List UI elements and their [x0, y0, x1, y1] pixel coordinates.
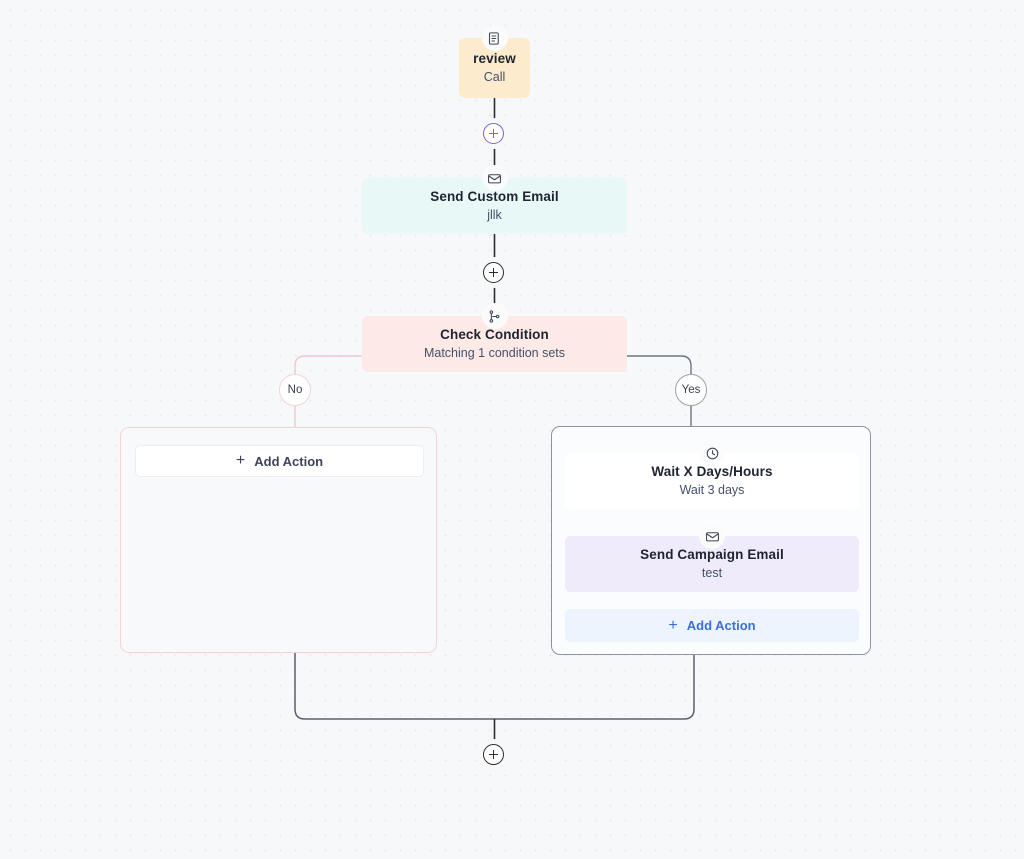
branch-label-yes[interactable]: Yes: [675, 374, 707, 406]
node-subtitle: test: [701, 566, 723, 580]
add-action-button-yes[interactable]: + Add Action: [565, 609, 859, 642]
add-action-button-no[interactable]: + Add Action: [135, 445, 424, 477]
node-title: Wait X Days/Hours: [651, 464, 773, 479]
branch-label-yes-text: Yes: [681, 384, 701, 396]
branch-label-no[interactable]: No: [279, 374, 311, 406]
branch-container-no: + Add Action: [120, 427, 437, 653]
node-subtitle: Call: [483, 70, 506, 84]
node-title: Check Condition: [440, 327, 549, 342]
node-wait-x-days-hours[interactable]: Wait X Days/Hours Wait 3 days: [565, 440, 859, 509]
email-icon: [481, 165, 508, 191]
plus-icon: +: [235, 452, 246, 469]
node-subtitle: Wait 3 days: [679, 483, 745, 497]
node-check-condition[interactable]: Check Condition Matching 1 condition set…: [362, 303, 627, 372]
plus-icon: +: [668, 616, 678, 634]
email-icon: [699, 523, 725, 549]
clock-icon: [699, 440, 725, 466]
add-step-button-bottom[interactable]: [483, 744, 504, 765]
node-send-custom-email[interactable]: Send Custom Email jllk: [362, 165, 627, 234]
node-title: Send Campaign Email: [640, 547, 784, 562]
node-review-call[interactable]: review Call: [459, 25, 530, 98]
node-subtitle: Matching 1 condition sets: [423, 346, 566, 360]
node-title: review: [473, 51, 516, 66]
node-send-campaign-email[interactable]: Send Campaign Email test: [565, 523, 859, 592]
branch-icon: [481, 303, 508, 329]
node-title: Send Custom Email: [430, 189, 559, 204]
add-action-label: Add Action: [254, 453, 324, 469]
branch-container-yes: Wait X Days/Hours Wait 3 days Send Campa…: [551, 426, 871, 655]
add-action-label: Add Action: [686, 618, 756, 633]
branch-label-no-text: No: [287, 384, 303, 396]
call-script-icon: [481, 25, 508, 51]
add-step-button-top[interactable]: [483, 123, 504, 144]
add-step-button-middle[interactable]: [483, 262, 504, 283]
node-subtitle: jllk: [487, 208, 502, 222]
